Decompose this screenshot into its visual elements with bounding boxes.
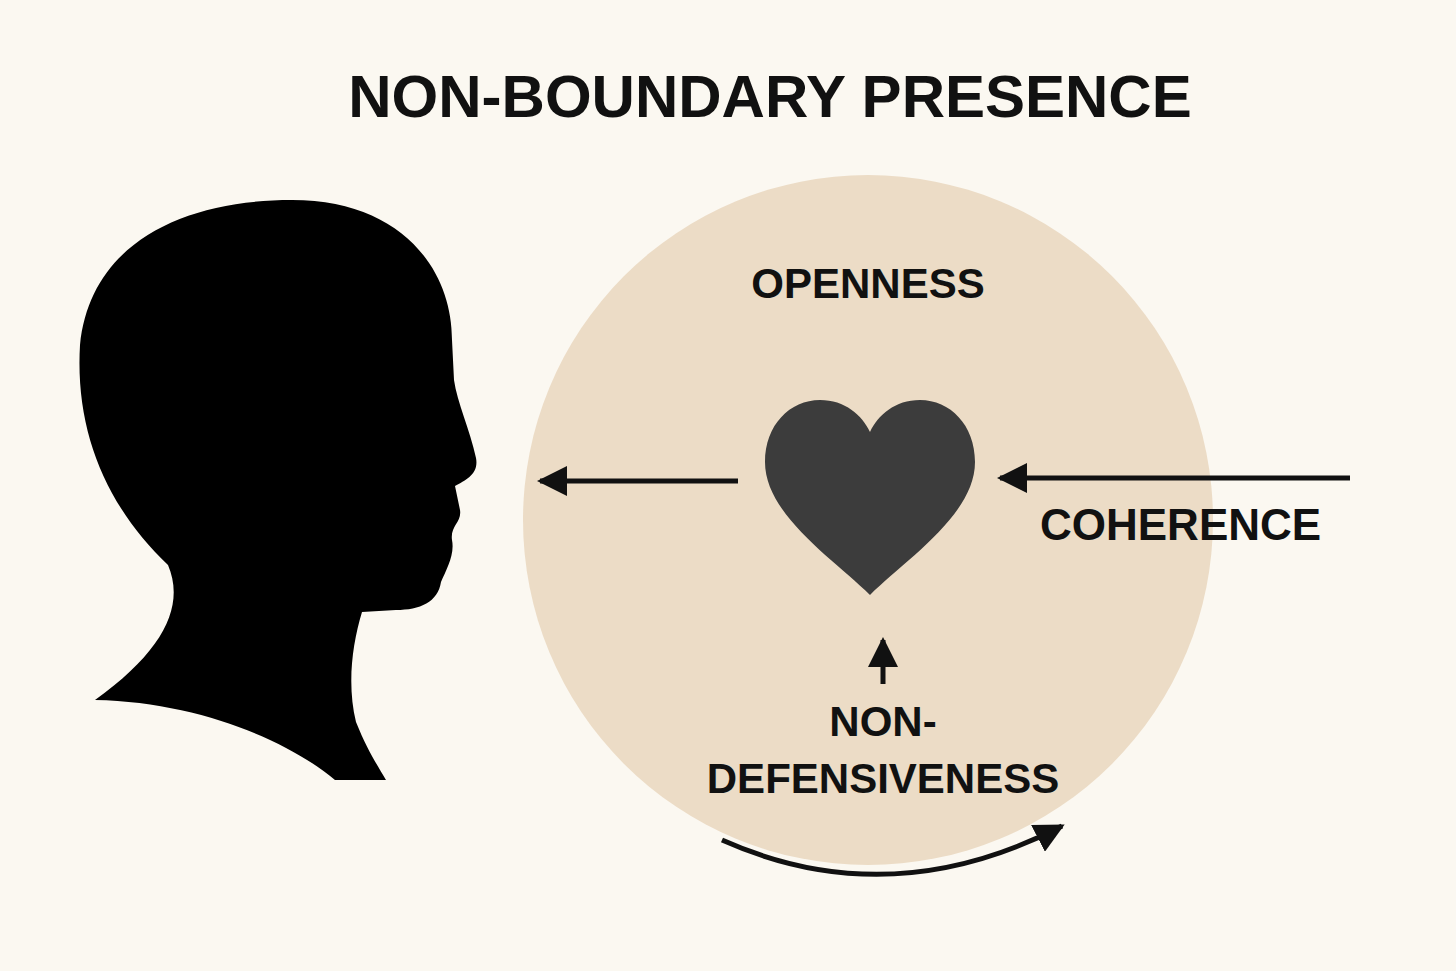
outward-arrow <box>540 479 738 484</box>
coherence-arrow <box>1000 476 1350 481</box>
non-defensiveness-label: NON- DEFENSIVENESS <box>663 693 1103 807</box>
head-silhouette <box>79 200 476 780</box>
coherence-label: COHERENCE <box>1040 500 1321 550</box>
openness-label: OPENNESS <box>523 255 1213 312</box>
upward-arrow <box>881 640 886 684</box>
diagram-title: NON-BOUNDARY PRESENCE <box>348 62 1191 131</box>
